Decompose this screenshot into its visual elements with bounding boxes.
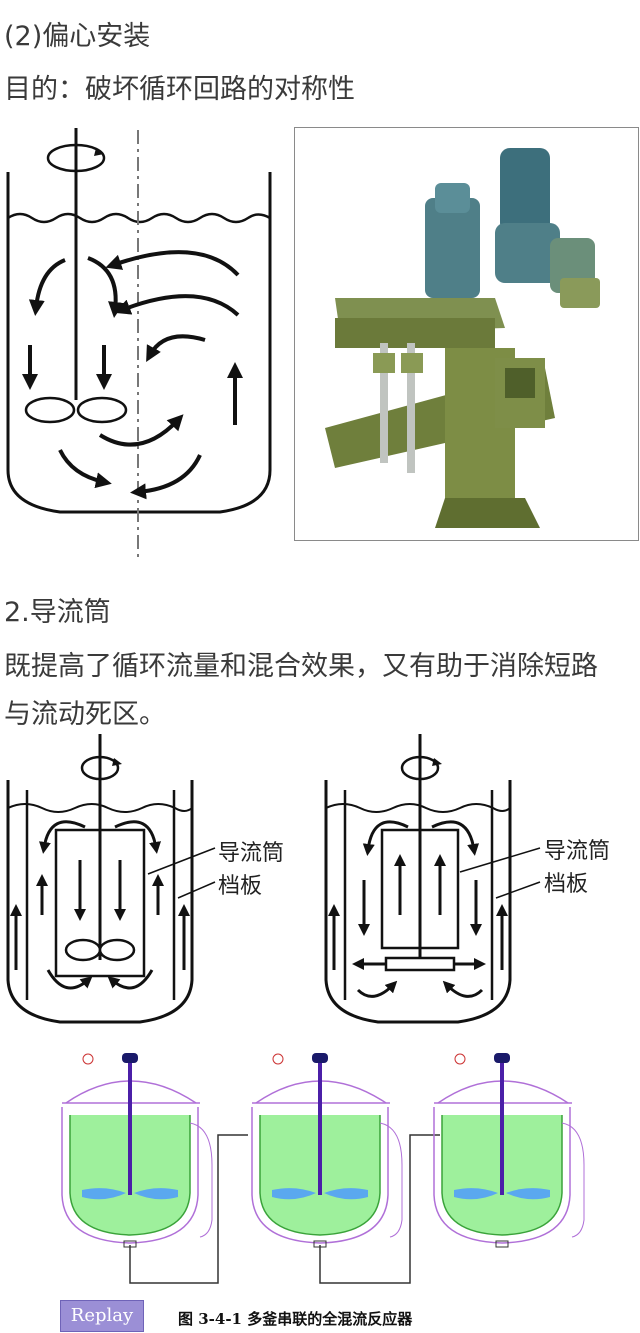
cstr-series-diagram — [61, 1053, 585, 1284]
reactor-tank-2 — [251, 1053, 403, 1248]
draft-tube-label-right: 导流筒 — [544, 839, 610, 864]
draft-tube-label-left: 导流筒 — [218, 841, 284, 866]
agitator-illustration — [325, 148, 600, 528]
draft-tube-diagram-left: 导流筒 档板 — [6, 734, 284, 1024]
description-line-1: 既提高了循环流量和混合效果，又有助于消除短路 — [4, 651, 598, 682]
reactor-tank-1 — [61, 1053, 213, 1248]
description-line-2: 与流动死区。 — [4, 699, 166, 730]
baffle-label-left: 档板 — [218, 874, 262, 899]
eccentric-mixing-diagram — [6, 128, 272, 560]
section-heading-draft-tube: 2.导流筒 — [4, 597, 111, 628]
draft-tube-diagram-right: 导流筒 档板 — [324, 734, 610, 1024]
baffle-label-right: 档板 — [544, 872, 588, 897]
figure-caption: 图 3-4-1 多釜串联的全混流反应器 — [178, 1310, 413, 1328]
purpose-text: 目的：破坏循环回路的对称性 — [4, 74, 355, 105]
reactor-tank-3 — [433, 1053, 585, 1248]
replay-button[interactable]: Replay — [60, 1300, 144, 1332]
agitator-photo — [294, 127, 639, 541]
section-heading-eccentric: (2)偏心安装 — [4, 21, 151, 52]
